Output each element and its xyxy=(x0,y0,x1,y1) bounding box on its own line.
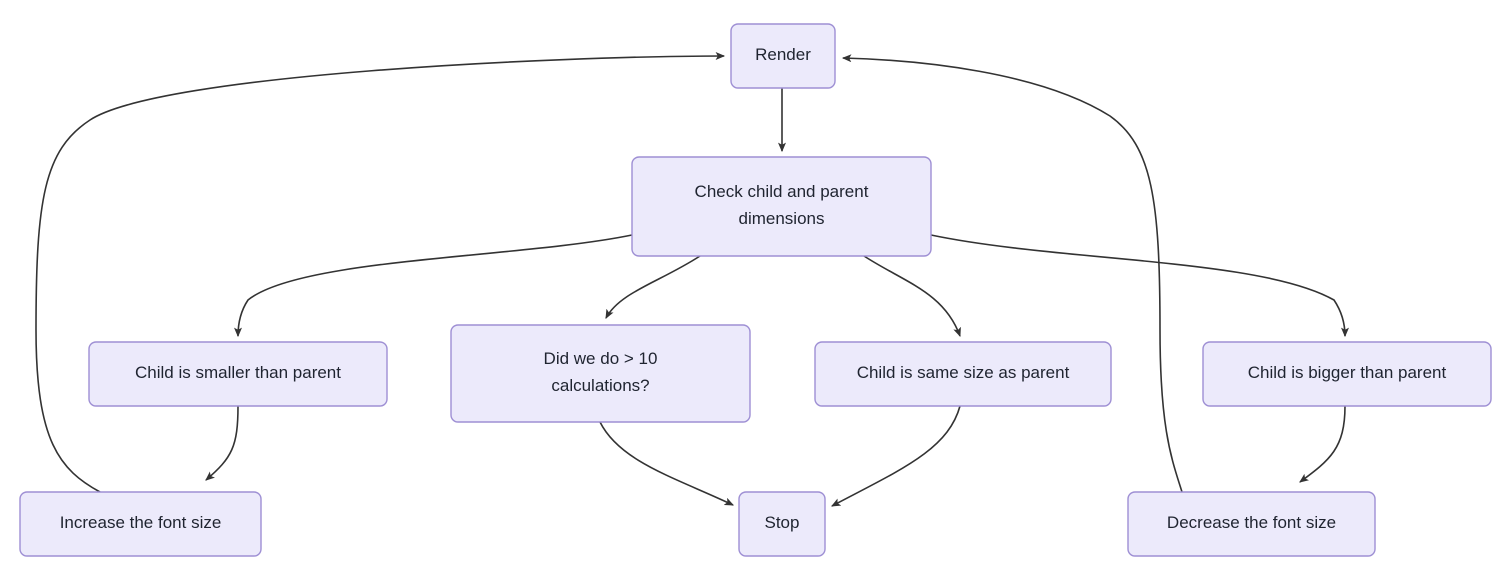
edge-check-to-smaller xyxy=(234,234,633,338)
edge-decrease-to-render xyxy=(841,54,1183,493)
node-box-check[interactable] xyxy=(631,156,932,257)
node-label-smaller: Child is smaller than parent xyxy=(135,363,341,382)
edge-increase-to-render xyxy=(35,52,726,493)
node-increase[interactable]: Increase the font size xyxy=(19,491,262,557)
node-box-stop[interactable] xyxy=(738,491,826,557)
edge-check-to-same xyxy=(863,255,961,338)
node-label-stop: Stop xyxy=(765,513,800,532)
node-box-decrease[interactable] xyxy=(1127,491,1376,557)
edge-calcs-to-stop xyxy=(599,421,734,506)
node-stop[interactable]: Stop xyxy=(738,491,826,557)
node-label-same: Child is same size as parent xyxy=(857,363,1070,382)
node-label-decrease: Decrease the font size xyxy=(1167,513,1336,532)
node-render[interactable]: Render xyxy=(730,23,836,89)
node-same[interactable]: Child is same size as parent xyxy=(814,341,1112,407)
node-box-bigger[interactable] xyxy=(1202,341,1492,407)
node-label-bigger: Child is bigger than parent xyxy=(1248,363,1447,382)
node-bigger[interactable]: Child is bigger than parent xyxy=(1202,341,1492,407)
node-label-render: Render xyxy=(755,45,811,64)
edge-check-to-calcs xyxy=(605,255,701,319)
node-box-calcs[interactable] xyxy=(450,324,751,423)
edges-layer xyxy=(35,52,1349,507)
node-smaller[interactable]: Child is smaller than parent xyxy=(88,341,388,407)
node-box-same[interactable] xyxy=(814,341,1112,407)
node-label-increase: Increase the font size xyxy=(60,513,222,532)
node-box-render[interactable] xyxy=(730,23,836,89)
edge-bigger-to-decrease xyxy=(1299,405,1346,483)
edge-smaller-to-increase xyxy=(205,405,239,481)
edge-same-to-stop xyxy=(831,405,961,507)
edge-check-to-bigger xyxy=(930,234,1349,338)
node-box-smaller[interactable] xyxy=(88,341,388,407)
node-box-increase[interactable] xyxy=(19,491,262,557)
node-decrease[interactable]: Decrease the font size xyxy=(1127,491,1376,557)
